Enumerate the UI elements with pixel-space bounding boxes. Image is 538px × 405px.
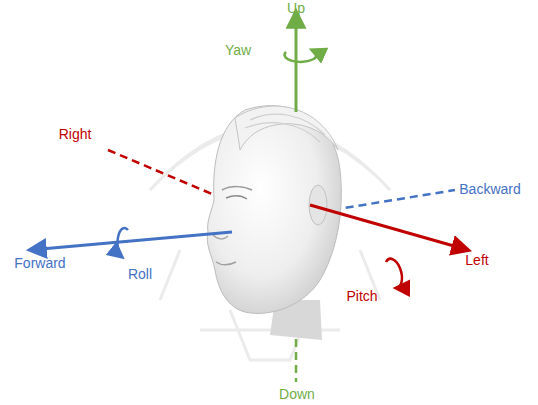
axis-label: Down — [277, 386, 317, 402]
head-figure — [207, 106, 341, 340]
axis-label: Pitch — [344, 288, 379, 304]
axis-label: Right — [57, 126, 94, 142]
axis-label: Forward — [12, 255, 67, 271]
axis-label: Up — [285, 0, 307, 16]
axis-label: Left — [463, 252, 490, 268]
axis-label: Roll — [126, 266, 154, 282]
axis-label: Backward — [457, 181, 522, 197]
axis-label: Yaw — [223, 42, 253, 58]
